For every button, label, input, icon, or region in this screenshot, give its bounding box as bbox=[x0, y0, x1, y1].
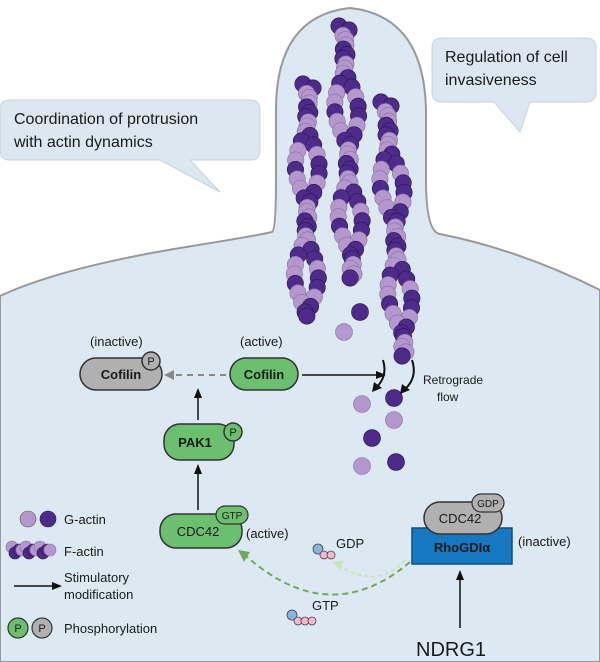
gtp-exchange-curve bbox=[245, 555, 411, 596]
legend-g-actin-light bbox=[19, 510, 37, 528]
callout-left-line2: with actin dynamics bbox=[13, 134, 153, 151]
gdp-free-label: GDP bbox=[336, 536, 364, 551]
callout-right-line1: Regulation of cell bbox=[445, 49, 568, 66]
cdc42-active-label: CDC42 bbox=[177, 524, 220, 539]
f-actin-bead bbox=[298, 307, 316, 325]
cdc42-inactive-label: CDC42 bbox=[439, 511, 482, 526]
g-actin-bead bbox=[385, 389, 403, 407]
pak1-arrowhead bbox=[194, 388, 202, 398]
legend-g-actin-label: G-actin bbox=[64, 512, 106, 527]
legend-g-actin-dark bbox=[39, 510, 57, 528]
legend-stimulatory-2: modification bbox=[64, 587, 133, 602]
retro-arrowhead-1 bbox=[372, 382, 382, 392]
gtp-exchange-arrowhead bbox=[238, 550, 250, 562]
phospho-p-grey-label: P bbox=[147, 356, 154, 368]
g-actin-bead bbox=[353, 395, 371, 413]
callout-right-line2: invasiveness bbox=[445, 72, 537, 89]
g-actin-monomers bbox=[335, 303, 405, 475]
legend-f-actin-label: F-actin bbox=[64, 544, 104, 559]
inactive-side-label: (inactive) bbox=[518, 534, 571, 549]
active-top-label: (active) bbox=[240, 334, 283, 349]
active-side-label: (active) bbox=[246, 526, 289, 541]
gtp-free-label: GTP bbox=[312, 598, 339, 613]
f-actin-bead bbox=[341, 269, 359, 287]
ndrg1-arrowhead bbox=[456, 570, 464, 580]
g-actin-bead bbox=[385, 411, 403, 429]
inactive-top-label: (inactive) bbox=[90, 334, 143, 349]
dashed-arrowhead bbox=[164, 370, 174, 380]
legend-f-actin-bead bbox=[43, 543, 57, 557]
f-actin-bead bbox=[393, 347, 411, 365]
callout-left-line1: Coordination of protrusion bbox=[14, 111, 198, 128]
legend-p-green-label: P bbox=[14, 623, 21, 635]
legend-phosphorylation-label: Phosphorylation bbox=[64, 621, 157, 636]
legend-f-actin-swatch bbox=[5, 540, 57, 560]
legend-p-grey-label: P bbox=[38, 623, 45, 635]
cdc42-arrowhead bbox=[194, 464, 202, 474]
pak1-label: PAK1 bbox=[178, 435, 212, 450]
callout-right: Regulation of cell invasiveness bbox=[431, 37, 597, 133]
cofilin-to-actin-arrowhead bbox=[376, 371, 386, 379]
ndrg1-label: NDRG1 bbox=[416, 639, 486, 661]
callout-left: Coordination of protrusion with actin dy… bbox=[0, 99, 261, 193]
cofilin-active-node bbox=[229, 357, 299, 391]
g-actin-bead bbox=[387, 453, 405, 471]
legend-stimulatory-1: Stimulatory bbox=[64, 570, 130, 585]
g-actin-bead bbox=[353, 457, 371, 475]
cofilin-inactive-node bbox=[79, 357, 163, 391]
retrograde-label-1: Retrograde bbox=[423, 373, 483, 387]
legend-arrowhead bbox=[52, 582, 62, 590]
gdp-molecule bbox=[312, 543, 336, 560]
phospho-p-green bbox=[223, 422, 243, 442]
gtp-molecule bbox=[286, 609, 317, 626]
gtp-tag bbox=[215, 505, 249, 525]
gdp-release-curve bbox=[339, 559, 406, 578]
legend-p-green bbox=[7, 617, 29, 639]
rhogdi-label: RhoGDIα bbox=[434, 540, 490, 555]
cofilin-inactive-label: Cofilin bbox=[101, 367, 141, 382]
retrograde-label-2: flow bbox=[437, 390, 459, 404]
g-actin-bead bbox=[351, 303, 369, 321]
gdp-tag-label: GDP bbox=[477, 499, 499, 510]
g-actin-bead bbox=[363, 429, 381, 447]
phospho-p-grey bbox=[141, 351, 161, 371]
g-actin-bead bbox=[335, 323, 353, 341]
legend-p-grey bbox=[31, 617, 53, 639]
cofilin-active-label: Cofilin bbox=[244, 367, 284, 382]
cell-membrane bbox=[0, 6, 600, 662]
pak1-node bbox=[163, 423, 235, 461]
phospho-p-green-label: P bbox=[229, 427, 236, 439]
legend: G-actin F-actin Stimulatory modification… bbox=[5, 510, 157, 639]
gtp-tag-label: GTP bbox=[222, 511, 243, 522]
gdp-release-arrowhead bbox=[333, 560, 344, 570]
retro-arrowhead-2 bbox=[400, 384, 410, 394]
actin-filaments bbox=[285, 17, 421, 365]
gdp-tag bbox=[471, 493, 505, 513]
